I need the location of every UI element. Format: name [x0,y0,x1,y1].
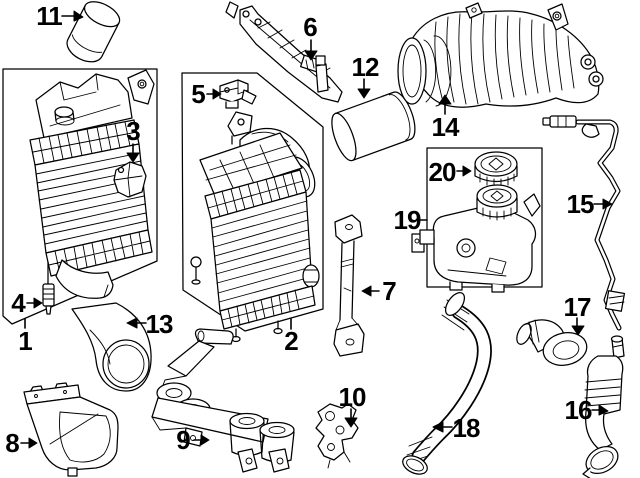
part-number-14[interactable]: 14 [432,112,461,142]
callout-17[interactable]: 17 [564,292,592,336]
part-2-drawing[interactable] [190,111,321,343]
callout-19[interactable]: 19 [394,205,428,235]
part-number-13[interactable]: 13 [146,309,174,339]
part-3-drawing[interactable] [113,161,147,198]
part-number-6[interactable]: 6 [303,12,318,42]
part-6-drawing[interactable] [225,1,343,103]
part-13-drawing[interactable] [71,302,152,392]
part-9-drawing[interactable] [151,328,295,473]
part-20-drawing[interactable] [474,151,518,188]
group-box-part2 [181,72,324,332]
callout-13[interactable]: 13 [126,309,174,339]
part-number-4[interactable]: 4 [11,288,27,318]
callout-16[interactable]: 16 [565,395,609,425]
callout-20[interactable]: 20 [429,157,472,187]
callout-18[interactable]: 18 [432,413,481,443]
part-5-drawing[interactable] [219,79,257,109]
part-number-16[interactable]: 16 [565,395,593,425]
callout-14[interactable]: 14 [432,94,461,142]
callout-5[interactable]: 5 [191,79,222,109]
callout-7[interactable]: 7 [361,276,397,306]
part-16-drawing[interactable] [581,335,625,478]
callout-6[interactable]: 6 [303,12,318,61]
part-number-2[interactable]: 2 [284,326,299,356]
part-number-9[interactable]: 9 [176,425,191,455]
callout-9[interactable]: 9 [176,425,210,455]
part-14-drawing[interactable] [397,2,604,108]
part-number-17[interactable]: 17 [564,292,592,322]
callout-12[interactable]: 12 [352,52,380,99]
part-number-15[interactable]: 15 [567,189,595,219]
part-number-3[interactable]: 3 [126,116,141,146]
part-number-1[interactable]: 1 [18,326,33,356]
part-17-drawing[interactable] [514,319,590,369]
part-15-drawing[interactable] [542,115,626,331]
callout-10[interactable]: 10 [339,382,367,428]
callout-3[interactable]: 3 [126,116,141,163]
part-number-12[interactable]: 12 [352,52,380,82]
part-7-drawing[interactable] [333,214,365,357]
part-number-19[interactable]: 19 [394,205,422,235]
part-number-20[interactable]: 20 [429,157,457,187]
group-box-part19 [426,147,543,288]
part-4-drawing[interactable] [42,261,55,315]
part-11-drawing[interactable] [62,0,123,67]
part-number-5[interactable]: 5 [191,79,206,109]
callout-11[interactable]: 11 [36,1,84,31]
callout-2[interactable]: 2 [284,318,299,356]
part-number-8[interactable]: 8 [5,428,20,458]
part-12-drawing[interactable] [327,89,420,164]
part-18-drawing[interactable] [400,289,492,477]
callout-4[interactable]: 4 [11,288,43,318]
part-number-10[interactable]: 10 [339,382,367,412]
part-number-18[interactable]: 18 [453,413,481,443]
callout-1[interactable]: 1 [18,318,33,356]
callout-15[interactable]: 15 [567,189,613,219]
part-19-drawing[interactable] [411,184,541,293]
part-8-drawing[interactable] [23,382,119,477]
part-number-7[interactable]: 7 [382,276,397,306]
callout-8[interactable]: 8 [5,428,38,458]
part-number-11[interactable]: 11 [36,1,63,31]
